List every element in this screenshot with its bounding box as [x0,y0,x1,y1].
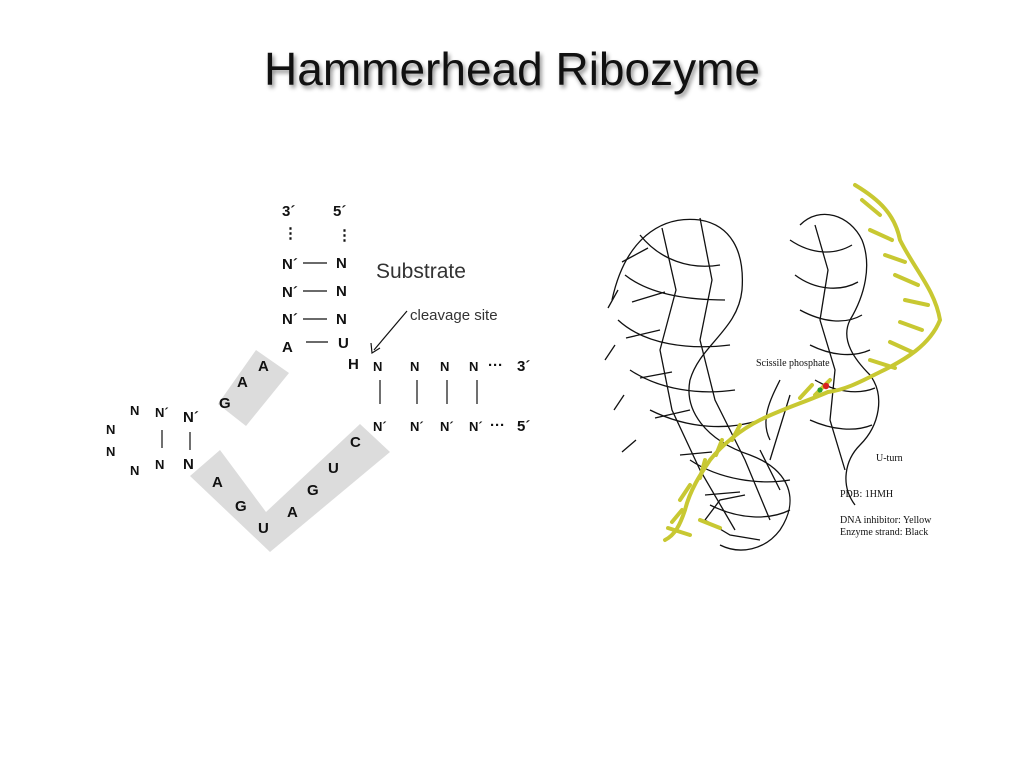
upper-right-u: U [338,335,349,352]
top-right-dots: ⋮ [337,227,352,244]
upper-right-n1: N [336,255,347,272]
right-stem-top-n3: N [440,359,449,374]
u-turn-label: U-turn [876,453,903,464]
scissile-phosphate-marker [822,382,830,390]
right-stem-bottom-n4: N´ [469,419,483,434]
core-g1: G [307,482,319,499]
upper-left-a: A [282,339,293,356]
tertiary-structure-model: Scissile phosphate U-turn PDB: 1HMH DNA … [604,183,943,551]
left-outer-n2: N [106,422,115,437]
right-stem-bottom-ellipsis: ··· [490,417,505,434]
enzyme-strand [604,213,880,551]
slide-title: Hammerhead Ribozyme [264,43,760,95]
upper-right-n3: N [336,311,347,328]
core-shading [190,424,390,552]
gaa-loop-shading [218,350,289,426]
core-a1: A [287,504,298,521]
nucleotide-h: H [348,356,359,373]
cleavage-arrow [373,310,408,351]
scissile-phosphate-marker-alt [817,387,823,393]
secondary-structure-diagram: 3´ 5´ ⋮ ⋮ N´ N´ N´ A N N N U Substrate c… [106,203,530,552]
left-outer-n4: N [130,463,139,478]
top-5prime-end: 5´ [333,203,346,220]
upper-left-n2: N´ [282,284,298,301]
core-u2: U [258,520,269,537]
left-inner-top-n2: N´ [183,409,199,426]
top-3prime-end: 3´ [282,203,295,220]
right-stem-top-n2: N [410,359,419,374]
scissile-phosphate-label: Scissile phosphate [756,358,830,369]
right-stem-top-n1: N [373,359,382,374]
left-inner-bottom-n2: N [183,456,194,473]
core-u1: U [328,460,339,477]
dna-inhibitor-legend: DNA inhibitor: Yellow [840,515,932,526]
left-outer-n1: N [130,403,139,418]
core-c: C [350,434,361,451]
cleavage-site-label: cleavage site [410,307,498,324]
upper-right-n2: N [336,283,347,300]
cleavage-arrowhead [370,342,381,355]
substrate-label: Substrate [376,260,466,283]
right-3prime-end: 3´ [517,358,530,375]
top-left-dots: ⋮ [283,225,298,242]
core-g2: G [235,498,247,515]
upper-left-n1: N´ [282,256,298,273]
right-stem-top-ellipsis: ··· [488,357,503,374]
enzyme-strand-legend: Enzyme strand: Black [840,527,928,538]
loop-a2: A [258,358,269,375]
left-inner-top-n1: N´ [155,405,169,420]
left-inner-bottom-n1: N [155,457,164,472]
right-stem-bottom-n3: N´ [440,419,454,434]
right-stem-top-n4: N [469,359,478,374]
upper-left-n3: N´ [282,311,298,328]
right-stem-bottom-n1: N´ [373,419,387,434]
loop-a1: A [237,374,248,391]
loop-g: G [219,395,231,412]
core-a2: A [212,474,223,491]
left-outer-n3: N [106,444,115,459]
dna-inhibitor-strand [663,183,943,542]
right-stem-bottom-n2: N´ [410,419,424,434]
pdb-label: PDB: 1HMH [840,489,893,500]
right-5prime-end: 5´ [517,418,530,435]
